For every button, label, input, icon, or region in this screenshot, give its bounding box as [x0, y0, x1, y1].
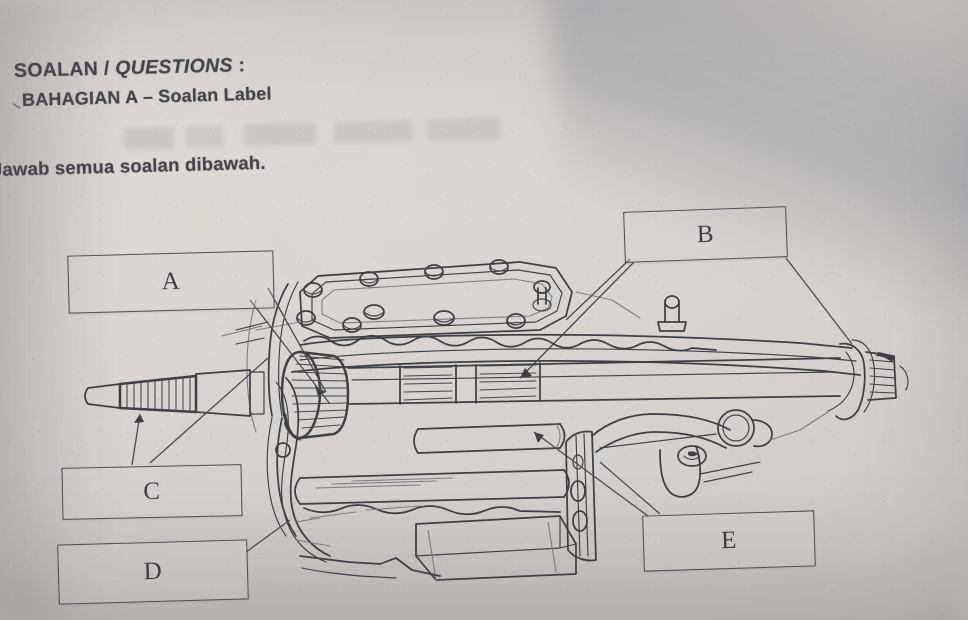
shift-rails	[295, 424, 569, 514]
shaft-spline-band-1	[404, 367, 452, 400]
label-box-e-letter: E	[720, 526, 738, 555]
label-box-d-letter: D	[143, 557, 163, 586]
selector-linkage	[592, 410, 772, 497]
label-box-d[interactable]: D	[57, 539, 249, 605]
label-box-e[interactable]: E	[642, 510, 816, 572]
label-box-c-letter: C	[143, 477, 161, 506]
label-box-c[interactable]: C	[61, 464, 243, 520]
leader-lines	[131, 257, 853, 553]
output-flange	[836, 340, 908, 419]
housing-body	[276, 335, 860, 562]
label-box-a[interactable]: A	[67, 250, 275, 314]
leader-d	[245, 519, 291, 553]
output-spline-teeth	[870, 360, 896, 393]
hub-spline-teeth	[292, 356, 348, 428]
leader-e	[533, 431, 661, 517]
housing-stud	[658, 296, 686, 331]
construction-lines	[256, 292, 828, 546]
leader-b	[519, 257, 853, 379]
input-shaft	[85, 352, 840, 441]
rail-shading	[316, 478, 452, 488]
lower-housing-pan	[296, 506, 576, 580]
left-edge-shadow	[0, 0, 110, 620]
shaft-spline-teeth-left	[127, 377, 190, 411]
leader-c	[131, 357, 269, 466]
bell-housing	[222, 282, 298, 536]
photo-corner-shadow	[532, 0, 968, 391]
leader-a	[249, 287, 331, 405]
label-box-a-letter: A	[161, 267, 181, 296]
cover-bolt-bosses	[297, 260, 551, 332]
splined-gear-hub	[282, 352, 348, 441]
side-flange	[566, 431, 596, 560]
top-cover-plate	[297, 260, 572, 338]
